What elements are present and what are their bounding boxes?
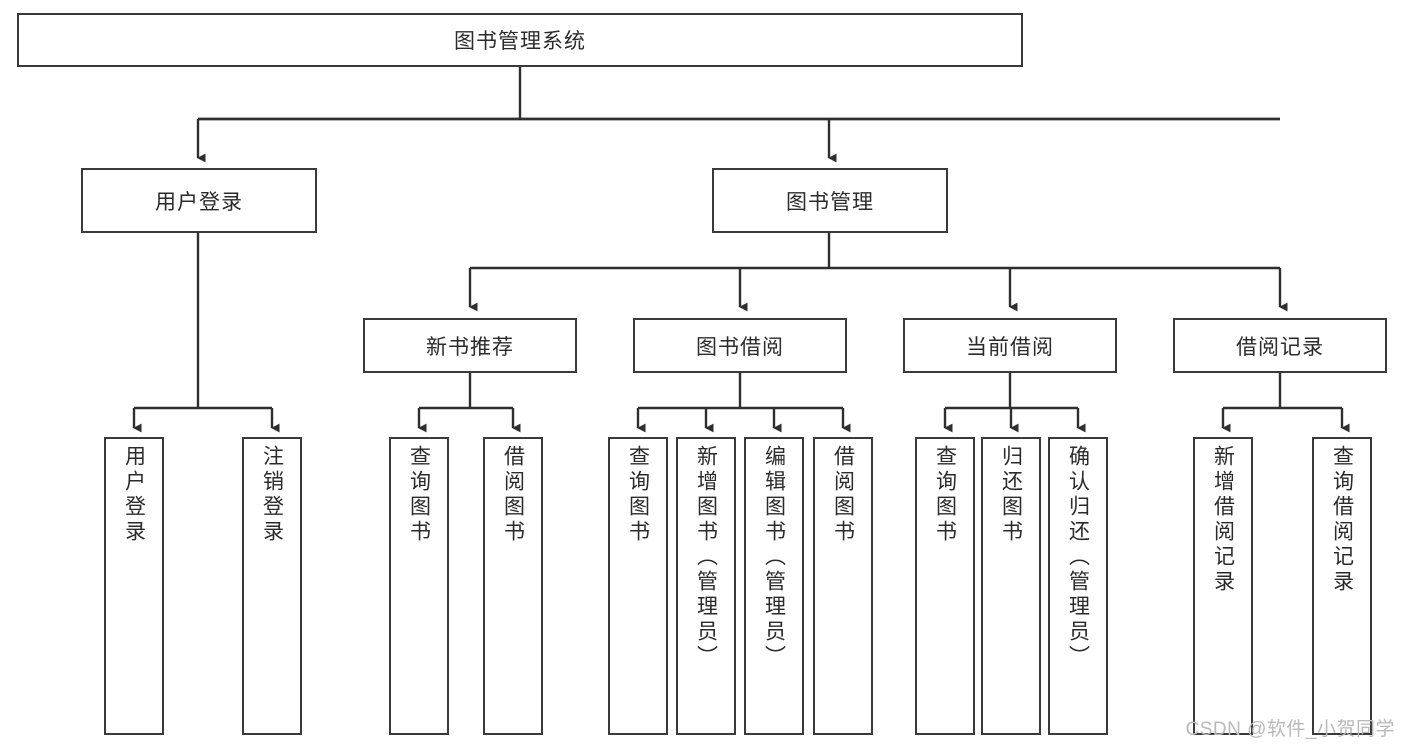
node-user-login-label: 用户登录 bbox=[155, 190, 243, 214]
leaf-label: 查询借阅记录 bbox=[1330, 445, 1354, 595]
node-book-borrow-label: 图书借阅 bbox=[696, 335, 784, 359]
node-borrow-record-label: 借阅记录 bbox=[1236, 335, 1324, 359]
leaf-label: 借阅图书 bbox=[831, 445, 855, 545]
leaf-book-borrow-edit[interactable]: 编辑图书（管理员） bbox=[744, 437, 804, 735]
leaf-label: 借阅图书 bbox=[501, 445, 525, 545]
leaf-book-borrow-add[interactable]: 新增图书（管理员） bbox=[676, 437, 736, 735]
node-user-login[interactable]: 用户登录 bbox=[81, 168, 317, 233]
leaf-label: 查询图书 bbox=[933, 445, 957, 545]
leaf-new-book-borrow[interactable]: 借阅图书 bbox=[483, 437, 543, 735]
leaf-label: 编辑图书（管理员） bbox=[762, 445, 786, 670]
node-new-book-recommend[interactable]: 新书推荐 bbox=[363, 318, 577, 373]
leaf-current-borrow-confirm-return[interactable]: 确认归还（管理员） bbox=[1048, 437, 1108, 735]
leaf-book-borrow-borrow[interactable]: 借阅图书 bbox=[813, 437, 873, 735]
node-current-borrow[interactable]: 当前借阅 bbox=[903, 318, 1117, 373]
leaf-label: 注销登录 bbox=[260, 445, 284, 545]
leaf-label: 新增借阅记录 bbox=[1211, 445, 1235, 595]
node-book-management[interactable]: 图书管理 bbox=[712, 168, 948, 233]
leaf-current-borrow-return[interactable]: 归还图书 bbox=[981, 437, 1041, 735]
leaf-current-borrow-query[interactable]: 查询图书 bbox=[915, 437, 975, 735]
leaf-label: 确认归还（管理员） bbox=[1066, 445, 1090, 670]
leaf-user-login-login[interactable]: 用户登录 bbox=[104, 437, 164, 735]
node-borrow-record[interactable]: 借阅记录 bbox=[1173, 318, 1387, 373]
node-book-management-label: 图书管理 bbox=[786, 190, 874, 214]
leaf-label: 用户登录 bbox=[122, 445, 146, 545]
leaf-label: 归还图书 bbox=[999, 445, 1023, 545]
leaf-borrow-record-add[interactable]: 新增借阅记录 bbox=[1193, 437, 1253, 735]
node-root-label: 图书管理系统 bbox=[454, 30, 586, 53]
leaf-label: 查询图书 bbox=[626, 445, 650, 545]
node-book-borrow[interactable]: 图书借阅 bbox=[633, 318, 847, 373]
leaf-new-book-query[interactable]: 查询图书 bbox=[389, 437, 449, 735]
leaf-book-borrow-query[interactable]: 查询图书 bbox=[608, 437, 668, 735]
node-current-borrow-label: 当前借阅 bbox=[966, 335, 1054, 359]
leaf-user-login-logout[interactable]: 注销登录 bbox=[242, 437, 302, 735]
node-new-book-recommend-label: 新书推荐 bbox=[426, 335, 514, 359]
leaf-label: 查询图书 bbox=[407, 445, 431, 545]
watermark-text: CSDN @软件_小贺同学 bbox=[1185, 719, 1395, 740]
leaf-label: 新增图书（管理员） bbox=[694, 445, 718, 670]
leaf-borrow-record-query[interactable]: 查询借阅记录 bbox=[1312, 437, 1372, 735]
node-root[interactable]: 图书管理系统 bbox=[17, 13, 1023, 67]
